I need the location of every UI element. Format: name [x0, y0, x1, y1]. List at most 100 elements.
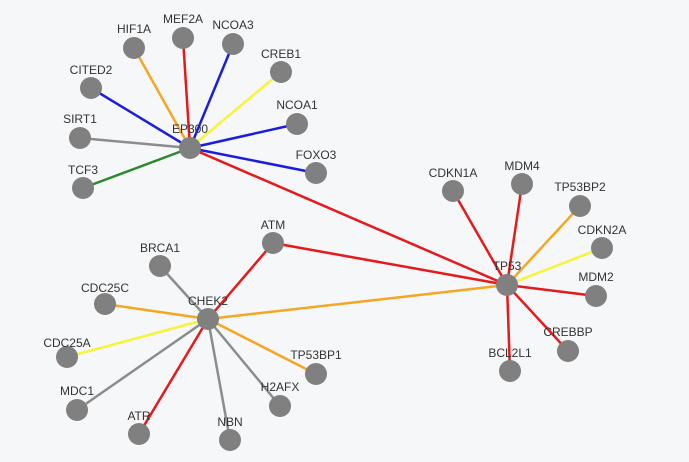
- edge-chek2-h2afx: [207, 318, 281, 407]
- edge-tp53-cdkn2a: [506, 246, 603, 287]
- node-mdm2[interactable]: MDM2: [578, 270, 614, 307]
- edge-ep300-ncoa1: [189, 122, 298, 150]
- node-cdkn2a[interactable]: CDKN2A: [578, 223, 627, 259]
- node-circle-tp53bp2[interactable]: [569, 195, 591, 217]
- node-brca1[interactable]: BRCA1: [140, 241, 180, 277]
- edge-chek2-atm: [207, 242, 274, 320]
- edge-tp53-cdkn1a: [451, 190, 509, 286]
- node-tp53bp2[interactable]: TP53BP2: [554, 180, 606, 217]
- node-circle-mdm4[interactable]: [511, 173, 533, 195]
- node-label-cdc25a: CDC25A: [43, 336, 90, 350]
- edge-ep300-tp53: [189, 146, 508, 287]
- node-circle-h2afx[interactable]: [269, 395, 291, 417]
- edge-ep300-creb1: [189, 71, 282, 149]
- edge-ep300-mef2a: [181, 37, 192, 149]
- node-circle-mdc1[interactable]: [66, 399, 88, 421]
- node-mef2a[interactable]: MEF2A: [163, 12, 203, 49]
- node-foxo3[interactable]: FOXO3: [296, 148, 337, 184]
- node-circle-mdm2[interactable]: [585, 285, 607, 307]
- node-label-cited2: CITED2: [70, 63, 113, 77]
- node-mdm4[interactable]: MDM4: [504, 159, 540, 195]
- node-cdc25a[interactable]: CDC25A: [43, 336, 91, 368]
- node-atr[interactable]: ATR: [127, 409, 151, 445]
- node-label-cdkn2a: CDKN2A: [578, 223, 627, 237]
- edge-ep300-foxo3: [189, 146, 317, 175]
- node-cdkn1a[interactable]: CDKN1A: [429, 166, 478, 202]
- edge-ep300-ncoa3: [188, 43, 235, 149]
- node-circle-cdkn1a[interactable]: [442, 180, 464, 202]
- edge-tp53-atm: [272, 241, 508, 287]
- node-chek2[interactable]: CHEK2: [188, 294, 228, 330]
- node-circle-cdkn2a[interactable]: [591, 237, 613, 259]
- node-label-tp53bp1: TP53BP1: [290, 348, 342, 362]
- node-circle-brca1[interactable]: [149, 255, 171, 277]
- node-bcl2l1[interactable]: BCL2L1: [488, 346, 532, 382]
- node-cited2[interactable]: CITED2: [70, 63, 113, 99]
- edge-chek2-nbn: [206, 318, 232, 441]
- edge-tp53-crebbp: [506, 284, 569, 352]
- node-circle-atm[interactable]: [262, 232, 284, 254]
- edge-tp53-bcl2l1: [505, 284, 512, 372]
- node-sirt1[interactable]: SIRT1: [63, 112, 97, 149]
- edge-ep300-cited2: [90, 86, 191, 150]
- node-circle-hif1a[interactable]: [123, 37, 145, 59]
- edge-ep300-hif1a: [132, 47, 192, 149]
- node-creb1[interactable]: CREB1: [261, 47, 301, 83]
- node-label-hif1a: HIF1A: [117, 22, 151, 36]
- node-circle-bcl2l1[interactable]: [499, 360, 521, 382]
- node-label-cdc25c: CDC25C: [81, 281, 129, 295]
- node-nbn[interactable]: NBN: [217, 415, 243, 451]
- node-h2afx[interactable]: H2AFX: [261, 380, 300, 417]
- node-circle-creb1[interactable]: [270, 61, 292, 83]
- node-tcf3[interactable]: TCF3: [68, 163, 98, 199]
- node-circle-nbn[interactable]: [219, 429, 241, 451]
- node-label-atr: ATR: [127, 409, 150, 423]
- edge-tp53-tp53bp2: [506, 205, 581, 286]
- node-label-chek2: CHEK2: [188, 294, 228, 308]
- node-ncoa3[interactable]: NCOA3: [212, 18, 254, 55]
- node-ncoa1[interactable]: NCOA1: [276, 98, 318, 135]
- node-atm[interactable]: ATM: [261, 218, 285, 254]
- edge-chek2-atr: [137, 318, 210, 435]
- node-label-atm: ATM: [261, 218, 285, 232]
- node-tp53bp1[interactable]: TP53BP1: [290, 348, 342, 385]
- node-circle-atr[interactable]: [128, 423, 150, 445]
- node-circle-sirt1[interactable]: [69, 127, 91, 149]
- node-label-tp53: TP53: [493, 259, 522, 273]
- node-crebbp[interactable]: CREBBP: [543, 325, 593, 362]
- node-circle-cited2[interactable]: [80, 77, 102, 99]
- edge-ep300-sirt1: [79, 136, 191, 150]
- node-circle-crebbp[interactable]: [557, 340, 579, 362]
- node-ep300[interactable]: EP300: [172, 122, 208, 159]
- edge-chek2-brca1: [159, 265, 209, 320]
- node-circle-tp53bp1[interactable]: [305, 363, 327, 385]
- node-circle-ncoa3[interactable]: [222, 33, 244, 55]
- node-label-mef2a: MEF2A: [163, 12, 203, 26]
- node-circle-ncoa1[interactable]: [286, 113, 308, 135]
- node-circle-ep300[interactable]: [179, 137, 201, 159]
- node-circle-mef2a[interactable]: [172, 27, 194, 49]
- node-circle-tcf3[interactable]: [72, 177, 94, 199]
- node-circle-cdc25a[interactable]: [56, 346, 78, 368]
- nodes-layer: EP300 HIF1A MEF2A NCOA3CREB1CITED2NCOA1SIRT…: [43, 12, 626, 451]
- node-circle-tp53[interactable]: [496, 274, 518, 296]
- edge-tp53-chek2: [207, 283, 508, 321]
- node-label-creb1: CREB1: [261, 47, 301, 61]
- node-cdc25c[interactable]: CDC25C: [81, 281, 129, 315]
- node-circle-cdc25c[interactable]: [94, 293, 116, 315]
- edge-chek2-cdc25a: [66, 317, 209, 359]
- node-label-ncoa1: NCOA1: [276, 98, 318, 112]
- node-label-bcl2l1: BCL2L1: [488, 346, 532, 360]
- edge-tp53-mdm4: [505, 183, 524, 286]
- node-label-tp53bp2: TP53BP2: [554, 180, 606, 194]
- node-label-h2afx: H2AFX: [261, 380, 300, 394]
- node-tp53[interactable]: TP53: [493, 259, 522, 296]
- node-circle-chek2[interactable]: [197, 308, 219, 330]
- node-mdc1[interactable]: MDC1: [60, 384, 94, 421]
- node-circle-foxo3[interactable]: [305, 162, 327, 184]
- node-hif1a[interactable]: HIF1A: [117, 22, 151, 59]
- node-label-foxo3: FOXO3: [296, 148, 337, 162]
- node-label-ncoa3: NCOA3: [212, 18, 254, 32]
- edge-tp53-mdm2: [506, 283, 597, 298]
